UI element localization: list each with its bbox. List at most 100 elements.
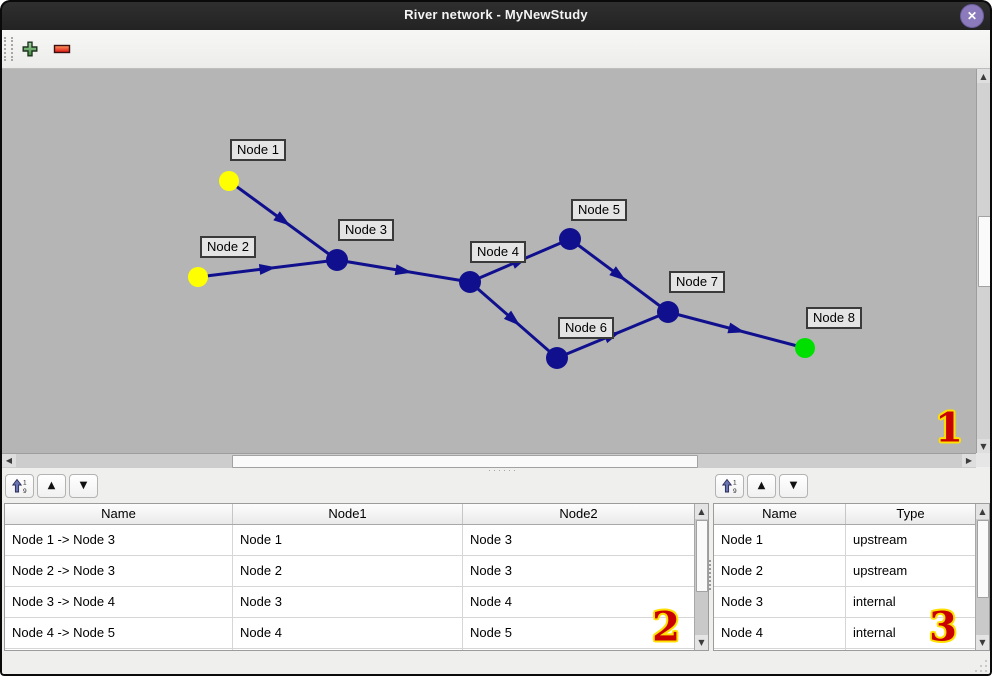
sort-nodes-button[interactable]: 1 9 [715,474,744,498]
table-cell[interactable] [714,649,846,650]
scroll-thumb[interactable] [696,520,708,592]
table-cell[interactable]: upstream [846,525,976,555]
table-cell[interactable] [5,649,233,650]
plus-icon [22,41,38,57]
table-cell[interactable]: Node 3 [463,556,695,586]
network-node[interactable] [657,301,679,323]
network-canvas[interactable]: Node 1 Node 2 Node 3 Node 4 Node 5 Node 6 Node… [2,69,976,453]
table-toolbars: 1 9 ▲ ▼ 1 9 ▲ ▼ [0,473,992,503]
horizontal-scroll-thumb[interactable] [232,455,698,468]
scroll-left-icon[interactable]: ◀ [2,454,16,467]
node-label[interactable]: Node 3 [338,219,394,241]
edge-arrowhead-icon [273,211,291,226]
vertical-scroll-thumb[interactable] [978,216,991,287]
network-node[interactable] [459,271,481,293]
table-cell[interactable]: Node 1 [233,525,463,555]
move-reach-down-button[interactable]: ▼ [69,474,98,498]
column-header[interactable]: Name [714,504,846,524]
table-cell[interactable]: Node 3 [233,587,463,617]
node-label[interactable]: Node 4 [470,241,526,263]
column-header[interactable]: Type [846,504,976,524]
table-cell[interactable]: Node 2 [233,556,463,586]
table-cell[interactable]: Node 2 [714,556,846,586]
table-cell[interactable]: Node 2 -> Node 3 [5,556,233,586]
scroll-up-icon[interactable]: ▲ [976,504,989,519]
sort-ascending-icon: 1 9 [11,478,27,495]
svg-text:9: 9 [23,488,27,495]
scroll-down-icon[interactable]: ▼ [977,439,990,453]
scroll-up-icon[interactable]: ▲ [695,504,708,519]
network-node[interactable] [559,228,581,250]
up-triangle-icon: ▲ [47,480,56,491]
edge-arrowhead-icon [609,266,627,281]
network-node[interactable] [188,267,208,287]
table-cell[interactable]: upstream [846,556,976,586]
reaches-table-scrollbar[interactable]: ▲ ▼ [694,504,708,650]
toolbar-drag-handle[interactable] [4,37,13,61]
table-cell[interactable]: Node 3 -> Node 4 [5,587,233,617]
network-node[interactable] [795,338,815,358]
table-row[interactable] [5,649,695,650]
edge-arrowhead-icon [727,322,746,334]
table-cell[interactable] [233,649,463,650]
scroll-up-icon[interactable]: ▲ [977,69,990,83]
node-label[interactable]: Node 8 [806,307,862,329]
scroll-down-icon[interactable]: ▼ [976,635,989,650]
move-node-down-button[interactable]: ▼ [779,474,808,498]
column-header[interactable]: Node1 [233,504,463,524]
scroll-down-icon[interactable]: ▼ [695,635,708,650]
scroll-thumb[interactable] [977,520,989,598]
table-cell[interactable]: Node 3 [463,525,695,555]
window-title: River network - MyNewStudy [404,7,588,22]
network-node[interactable] [546,347,568,369]
close-button[interactable]: ✕ [960,4,984,28]
add-reach-button[interactable] [17,36,43,62]
canvas-horizontal-scrollbar[interactable]: ◀ ▶ [2,453,976,468]
sort-reaches-button[interactable]: 1 9 [5,474,34,498]
edge-arrowhead-icon [394,264,413,276]
table-cell[interactable]: Node 4 [233,618,463,648]
column-header[interactable]: Name [5,504,233,524]
node-label[interactable]: Node 1 [230,139,286,161]
table-cell[interactable]: Node 3 [714,587,846,617]
table-cell[interactable]: Node 4 [714,618,846,648]
node-label[interactable]: Node 2 [200,236,256,258]
vertical-splitter[interactable] [709,560,715,590]
svg-text:1: 1 [733,480,737,487]
splitter-dots: ······ [488,465,518,475]
horizontal-splitter[interactable]: ······ [0,465,992,475]
table-cell[interactable]: Node 1 [714,525,846,555]
nodes-table-scrollbar[interactable]: ▲ ▼ [975,504,989,650]
down-triangle-icon: ▼ [79,480,88,491]
scroll-right-icon[interactable]: ▶ [962,454,976,467]
remove-reach-button[interactable] [49,36,75,62]
node-label[interactable]: Node 6 [558,317,614,339]
river-network-diagram [188,171,815,369]
network-node[interactable] [219,171,239,191]
move-reach-up-button[interactable]: ▲ [37,474,66,498]
column-header[interactable]: Node2 [463,504,695,524]
move-node-up-button[interactable]: ▲ [747,474,776,498]
resize-grip[interactable] [975,660,987,672]
titlebar[interactable]: River network - MyNewStudy ✕ [0,0,992,30]
node-label[interactable]: Node 5 [571,199,627,221]
table-cell[interactable]: Node 1 -> Node 3 [5,525,233,555]
network-node[interactable] [326,249,348,271]
table-cell[interactable]: Node 4 -> Node 5 [5,618,233,648]
node-label[interactable]: Node 7 [669,271,725,293]
canvas-vertical-scrollbar[interactable]: ▲ ▼ [976,69,991,453]
